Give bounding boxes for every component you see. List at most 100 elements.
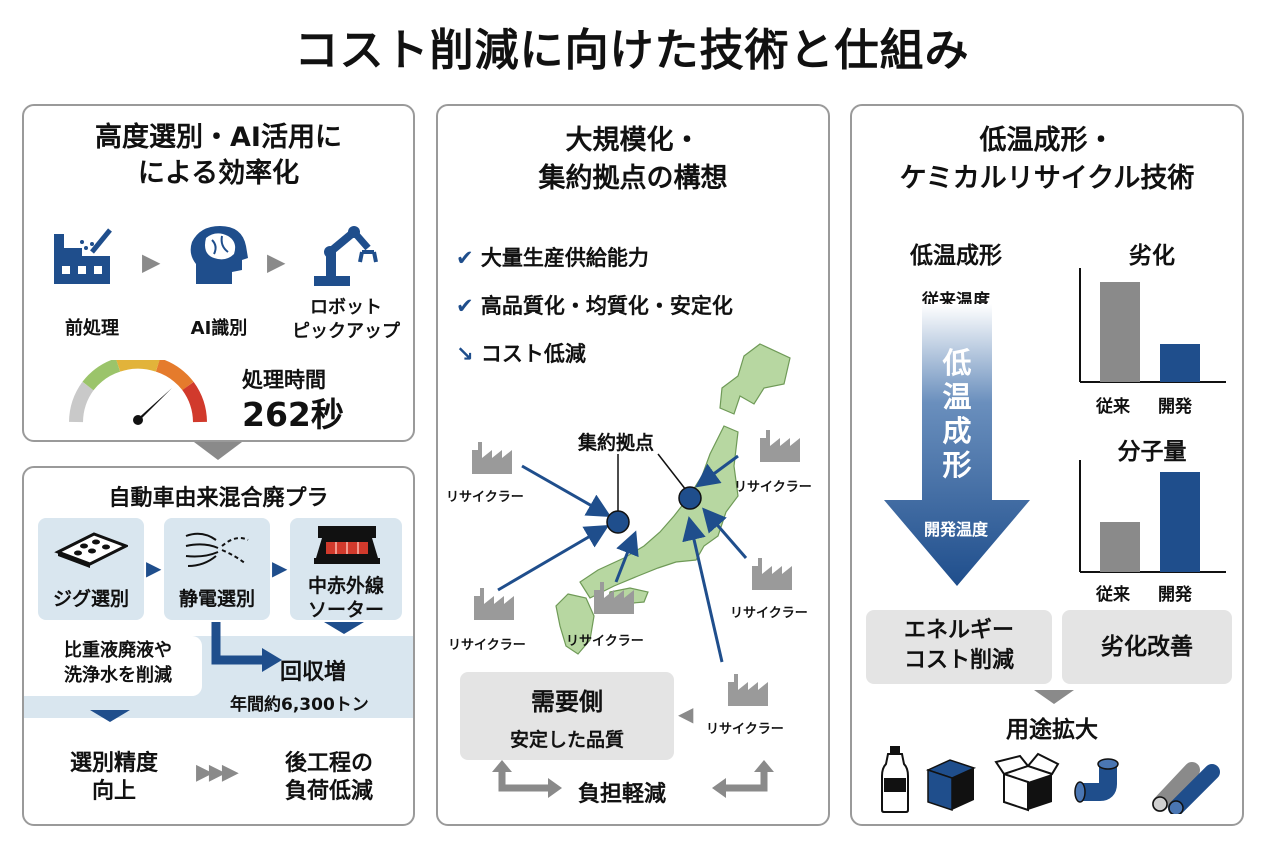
recycler-label: リサイクラー [566, 634, 644, 649]
static-electricity-icon [185, 532, 249, 567]
molecular-chart [1079, 460, 1226, 573]
gauge-icon [69, 360, 207, 425]
right-heading-line1: 低温成形・ [979, 125, 1115, 156]
chevron-right-icon: ▶ [146, 556, 162, 580]
sorter-infrared-label-line1: 中赤外線 [307, 575, 384, 597]
infrared-sorter-icon [314, 526, 380, 564]
middle-heading-line2: 集約拠点の構想 [538, 163, 728, 194]
chevron-right-icon: ▶ [142, 248, 161, 276]
trend-down-icon: ↘ [456, 342, 474, 366]
dev-temp-label: 開発温度 [923, 520, 988, 539]
reduction-label-bg [24, 636, 202, 696]
molecular-label-developed: 開発 [1158, 585, 1192, 605]
recovery-label: 回収増 [280, 660, 347, 685]
recycler-label: リサイクラー [446, 490, 524, 505]
sorter-electrostatic-label: 静電選別 [178, 588, 255, 610]
burden-label: 負担軽減 [578, 782, 667, 807]
left-top-panel: 高度選別・AI活用に による効率化 ▶ ▶ 前処理 AI識別 ロボット ピックア… [22, 104, 415, 442]
check-icon: ✔ [456, 294, 474, 318]
degradation-label-conventional: 従来 [1096, 397, 1130, 417]
middle-heading-line1: 大規模化・ [565, 125, 701, 156]
factory-icon [752, 558, 792, 590]
benefit-energy-line2: コスト削減 [903, 648, 1014, 673]
factory-icon [474, 588, 514, 620]
arrow-char-4: 形 [942, 448, 972, 482]
middle-panel: 大規模化・ 集約拠点の構想 ✔ 大量生産供給能力 ✔ 高品質化・均質化・安定化 … [436, 104, 830, 826]
down-arrow-icon [90, 710, 130, 722]
degradation-bar-conventional [1100, 282, 1140, 382]
chevron-right-icon: ▶ [267, 248, 286, 276]
triple-chevron-icon: ▶▶▶ [196, 760, 239, 785]
factory-icon [728, 674, 768, 706]
open-box-icon [994, 752, 1060, 812]
molecular-title: 分子量 [1117, 439, 1187, 465]
curved-arrow-icon [712, 760, 774, 798]
processing-time-value: 262秒 [242, 395, 344, 434]
recovery-amount: 年間約6,300トン [230, 695, 369, 715]
down-arrow-icon [324, 622, 364, 634]
check-item-1: ✔ 大量生産供給能力 [456, 242, 649, 272]
curved-arrow-icon [492, 760, 562, 798]
recovery-arrow-icon [211, 622, 282, 672]
chevron-left-icon: ◀ [678, 702, 694, 726]
left-heading-line1: 高度選別・AI活用に [95, 122, 342, 153]
reduction-text-line1: 比重液廃液や [64, 640, 172, 661]
pipes-icon [1152, 762, 1220, 814]
result-load-line2: 負荷低減 [284, 779, 373, 804]
step-ai-label: AI識別 [190, 318, 248, 339]
ai-brain-head-icon [190, 226, 248, 284]
reduction-text: 比重液廃液や 洗浄水を削減 [38, 638, 198, 688]
demand-subtitle: 安定した品質 [509, 729, 624, 751]
arrow-char-2: 温 [942, 380, 972, 414]
arrow-vertical-text: 低 温 成 形 [937, 346, 977, 482]
step-robot-label-line1: ロボット [310, 297, 382, 318]
pretreatment-machine-icon [54, 228, 112, 284]
left-heading-line2: による効率化 [137, 158, 300, 189]
sorter-jig-label: ジグ選別 [52, 588, 129, 610]
result-accuracy-line2: 向上 [91, 779, 136, 804]
left-heading: 高度選別・AI活用に による効率化 [24, 120, 413, 192]
box-icon [925, 759, 977, 812]
degradation-title: 劣化 [1129, 243, 1175, 269]
demand-box: 需要側 安定した品質 [460, 672, 674, 760]
factory-icon [760, 430, 800, 462]
step-pretreatment-label: 前処理 [65, 318, 119, 339]
robot-arm-icon [314, 226, 378, 286]
factory-icon [594, 582, 634, 614]
check-item-1-label: 大量生産供給能力 [480, 246, 649, 270]
sorter-infrared-label-line2: ソーター [307, 599, 384, 621]
molecular-bar-developed [1160, 472, 1200, 572]
result-load-line1: 後工程の [284, 751, 373, 776]
sorter-infrared: 中赤外線 ソーター [290, 518, 402, 622]
right-panel: 低温成形・ ケミカルリサイクル技術 低温成形 従来温度 低 温 成 形 開発温度… [850, 104, 1244, 826]
sorter-infrared-label: 中赤外線 ソーター [290, 574, 402, 622]
result-accuracy-line1: 選別精度 [69, 751, 158, 776]
expansion-label: 用途拡大 [1006, 717, 1098, 743]
reduction-text-line2: 洗浄水を削減 [64, 665, 172, 686]
mixed-plastic-heading: 自動車由来混合廃プラ [108, 486, 329, 511]
recycler-label: リサイクラー [706, 722, 784, 737]
result-load: 後工程の 負荷低減 [254, 750, 404, 806]
molecular-label-conventional: 従来 [1096, 585, 1130, 605]
bottle-icon [881, 746, 909, 813]
chevron-right-icon: ▶ [272, 556, 288, 580]
pipe-elbow-icon [1074, 758, 1119, 803]
temperature-arrow [884, 304, 1030, 586]
check-item-2: ✔ 高品質化・均質化・安定化 [456, 290, 733, 320]
right-heading: 低温成形・ ケミカルリサイクル技術 [852, 122, 1242, 198]
molecular-bar-conventional [1100, 522, 1140, 572]
processing-time-label: 処理時間 [242, 368, 326, 392]
degradation-chart [1079, 268, 1226, 383]
check-icon: ✔ [456, 246, 474, 270]
degradation-label-developed: 開発 [1158, 397, 1192, 417]
arrow-char-1: 低 [942, 346, 972, 380]
sorter-electrostatic: 静電選別 [164, 518, 270, 620]
down-arrow-icon [1034, 690, 1074, 704]
left-bottom-panel: 自動車由来混合廃プラ ジグ選別 ▶ 静電選別 ▶ 中赤外線 ソーター [22, 466, 415, 826]
result-accuracy: 選別精度 向上 [34, 750, 194, 806]
low-temp-label: 低温成形 [910, 243, 1002, 269]
benefit-energy-box: エネルギー コスト削減 [866, 610, 1052, 684]
page-title: コスト削減に向けた技術と仕組み [294, 25, 970, 76]
middle-heading: 大規模化・ 集約拠点の構想 [438, 122, 828, 198]
recycler-label: リサイクラー [734, 480, 812, 495]
